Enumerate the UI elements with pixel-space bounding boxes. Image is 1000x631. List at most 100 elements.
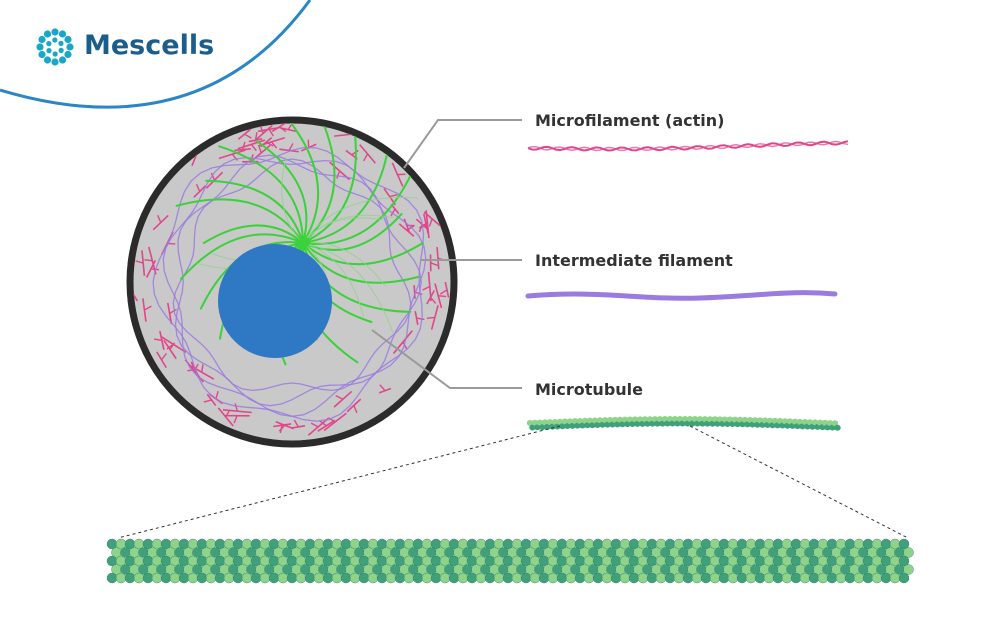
tubulin-dimer [313, 572, 325, 584]
tubulin-bead [781, 418, 789, 425]
cell [126, 116, 458, 448]
actin-branch [271, 141, 278, 149]
tubulin-bead [716, 416, 724, 423]
actin-branch [379, 384, 386, 392]
tubulin-bead [694, 420, 701, 427]
tubulin-dimer [457, 572, 469, 584]
actin-strand [166, 302, 173, 325]
actin-branch [254, 132, 258, 141]
tubulin-dimer [187, 572, 199, 584]
tubulin-dimer [448, 572, 460, 584]
tubulin-bead [686, 416, 694, 423]
tubulin-dimer [727, 572, 739, 584]
actin-branch [390, 208, 396, 217]
tubulin-bead [751, 417, 759, 424]
tubulin-dimer [277, 572, 289, 584]
tubulin-bead [636, 416, 644, 423]
actin-branch [438, 294, 447, 298]
tubulin-dimer [700, 572, 712, 584]
tubulin-dimer [736, 572, 748, 584]
nucleus [218, 244, 332, 358]
tubulin-dimer [394, 572, 406, 584]
tubulin-dimer [466, 572, 478, 584]
tubulin-bead [546, 419, 554, 426]
tubulin-bead [651, 416, 659, 423]
tubulin-dimer [691, 572, 703, 584]
tubulin-dimer [709, 572, 721, 584]
tubulin-bead [631, 416, 639, 423]
tubulin-dimer [619, 572, 631, 584]
microtubule-strand [302, 242, 420, 284]
actin-branch [430, 262, 439, 267]
tubulin-dimer [349, 572, 361, 584]
tubulin-dimer [903, 547, 914, 558]
tubulin-bead [589, 422, 596, 429]
tubulin-dimer [898, 538, 910, 550]
intermediate-filament-strand [174, 154, 422, 407]
actin-branch [144, 305, 152, 311]
tubulin-dimer [862, 572, 874, 584]
tubulin-dimer [106, 572, 118, 584]
tubulin-bead [534, 424, 541, 431]
tubulin-bead [596, 417, 604, 424]
centrosome [295, 237, 311, 249]
tubulin-dimer [538, 572, 550, 584]
actin-branch [195, 183, 201, 192]
tubulin-dimer [250, 572, 262, 584]
tubulin-bead [531, 419, 539, 426]
tubulin-bead [724, 420, 731, 427]
microtubule-sample [526, 416, 841, 431]
tubulin-dimer [646, 572, 658, 584]
tubulin-bead [746, 417, 754, 424]
tubulin-bead [609, 421, 616, 428]
actin-branch [389, 194, 398, 198]
tubulin-dimer [601, 572, 613, 584]
logo-dot [46, 41, 52, 47]
tubulin-bead [811, 419, 819, 426]
logo-dot [52, 37, 58, 43]
tubulin-dimer [403, 572, 415, 584]
tubulin-dimer [151, 572, 163, 584]
tubulin-bead [621, 416, 629, 423]
microtubule-strand [302, 242, 424, 266]
tubulin-bead [591, 417, 599, 424]
tubulin-bead [669, 420, 676, 427]
tubulin-bead [661, 416, 669, 423]
tubulin-bead [736, 416, 744, 423]
tubulin-dimer [493, 572, 505, 584]
tubulin-bead [644, 420, 651, 427]
tubulin-dimer [520, 572, 532, 584]
tubulin-dimer [232, 572, 244, 584]
logo-dot [58, 30, 67, 38]
tubulin-dimer [583, 572, 595, 584]
tubulin-bead [616, 416, 624, 423]
tubulin-bead [529, 424, 536, 431]
leader-microtubule [371, 329, 522, 389]
tubulin-dimer [574, 572, 586, 584]
tubulin-bead [624, 421, 631, 428]
tubulin-dimer [817, 572, 829, 584]
tubulin-dimer [898, 555, 910, 567]
tubulin-bead [659, 420, 666, 427]
logo-dot [51, 58, 59, 66]
tubulin-bead [711, 416, 719, 423]
tubulin-bead [539, 424, 546, 431]
tubulin-dimer [853, 572, 865, 584]
tubulin-bead [679, 420, 686, 427]
tubulin-bead [704, 420, 711, 427]
actin-branch [363, 153, 369, 162]
tubulin-bead [556, 418, 564, 425]
actin-branch [402, 341, 408, 350]
tubulin-bead [689, 420, 696, 427]
tubulin-bead [614, 421, 621, 428]
label-microfilament: Microfilament (actin) [535, 111, 725, 130]
tubulin-dimer [412, 572, 424, 584]
tubulin-bead [706, 416, 714, 423]
logo-dot [58, 56, 67, 64]
tubulin-dimer [304, 572, 316, 584]
tubulin-bead [606, 417, 614, 424]
logo-dot [52, 51, 58, 57]
tubulin-dimer [160, 572, 172, 584]
tubulin-dimer [475, 572, 487, 584]
tubulin-dimer [142, 572, 154, 584]
